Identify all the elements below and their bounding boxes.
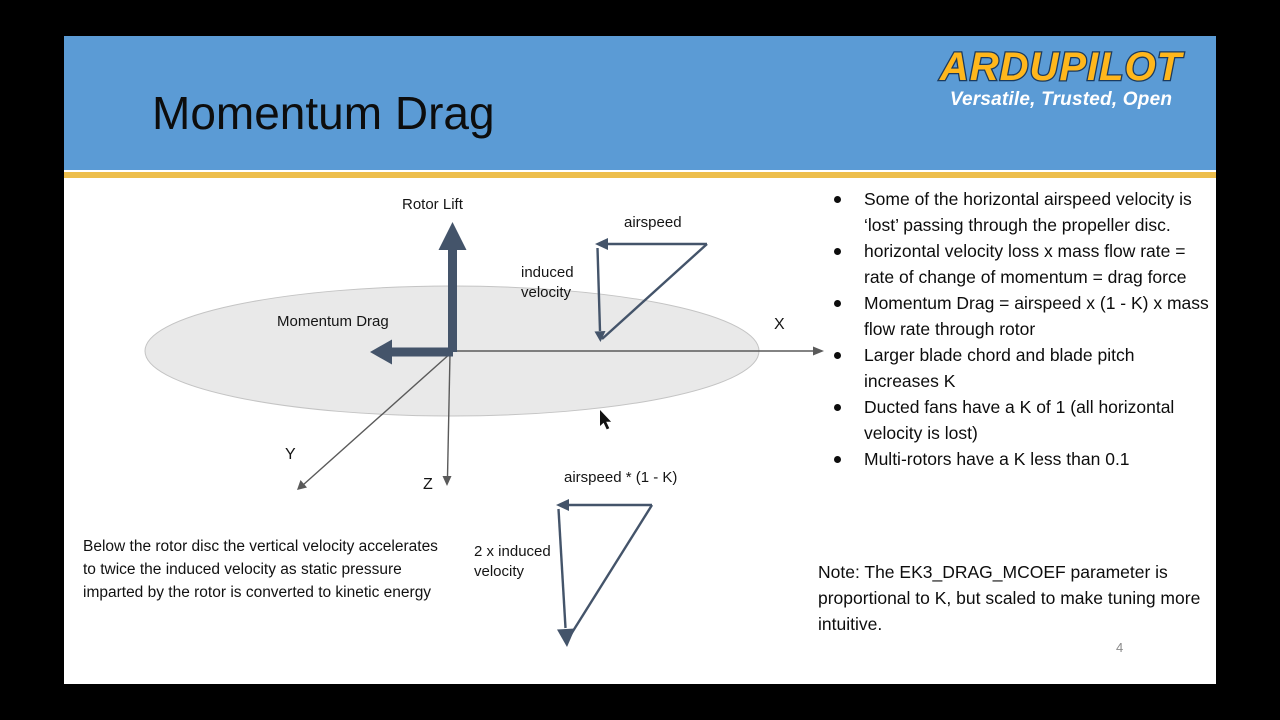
- bullet-list: Some of the horizontal airspeed velocity…: [818, 186, 1212, 472]
- axis-z-label: Z: [423, 476, 433, 493]
- list-item: Ducted fans have a K of 1 (all horizonta…: [818, 394, 1212, 446]
- axis-y-label: Y: [285, 446, 296, 463]
- bullet-dot-icon: [834, 404, 841, 411]
- airspeed-times-1-minus-k-label: airspeed * (1 - K): [564, 469, 678, 486]
- double-induced-velocity-label: 2 x induced velocity: [474, 543, 551, 580]
- logo-brand-text: ARDUPILOT: [939, 45, 1185, 89]
- gold-stripe: [64, 172, 1216, 178]
- bullet-dot-icon: [834, 300, 841, 307]
- list-item: Multi-rotors have a K less than 0.1: [818, 446, 1212, 472]
- slide: Momentum Drag ARDUPILOT Versatile, Trust…: [64, 36, 1216, 684]
- airspeed-vector-triangle: [594, 238, 708, 342]
- bullet-text: Multi-rotors have a K less than 0.1: [864, 449, 1130, 469]
- list-item: Some of the horizontal airspeed velocity…: [818, 186, 1212, 238]
- y-axis: [297, 351, 453, 490]
- momentum-drag-diagram: [144, 222, 824, 647]
- bullet-text: Ducted fans have a K of 1 (all horizonta…: [864, 397, 1175, 443]
- bullet-dot-icon: [834, 248, 841, 255]
- z-axis: [442, 353, 452, 486]
- ardupilot-logo-wordmark: ARDUPILOT: [938, 44, 1185, 89]
- airspeed-label: airspeed: [624, 214, 682, 231]
- bullet-dot-icon: [834, 352, 841, 359]
- below-disc-vector-triangle: [556, 499, 654, 647]
- ardupilot-logo: ARDUPILOT Versatile, Trusted, Open: [920, 43, 1202, 111]
- bullet-dot-icon: [834, 456, 841, 463]
- momentum-drag-label: Momentum Drag: [277, 313, 389, 330]
- bullet-text: Momentum Drag = airspeed x (1 - K) x mas…: [864, 293, 1209, 339]
- logo-tagline: Versatile, Trusted, Open: [949, 89, 1173, 110]
- page-title: Momentum Drag: [152, 87, 495, 139]
- rotor-lift-arrow: [438, 222, 467, 352]
- momentum-drag-arrow: [370, 339, 453, 365]
- ek3-drag-mcoef-note: Note: The EK3_DRAG_MCOEF parameter is pr…: [818, 562, 1201, 634]
- bullet-dot-icon: [834, 196, 841, 203]
- rotor-lift-label: Rotor Lift: [402, 196, 463, 213]
- list-item: horizontal velocity loss x mass flow rat…: [818, 238, 1212, 290]
- page-number: 4: [1116, 640, 1124, 655]
- bullet-text: Larger blade chord and blade pitch incre…: [864, 345, 1135, 391]
- x-axis: [452, 346, 824, 356]
- mouse-cursor-icon: [600, 410, 612, 430]
- axis-x-label: X: [774, 316, 785, 333]
- slide-header: Momentum Drag ARDUPILOT Versatile, Trust…: [64, 36, 1216, 170]
- list-item: Momentum Drag = airspeed x (1 - K) x mas…: [818, 290, 1212, 342]
- bullet-text: horizontal velocity loss x mass flow rat…: [864, 241, 1187, 287]
- list-item: Larger blade chord and blade pitch incre…: [818, 342, 1212, 394]
- bullet-text: Some of the horizontal airspeed velocity…: [864, 189, 1192, 235]
- below-disc-caption: Below the rotor disc the vertical veloci…: [83, 538, 438, 601]
- induced-velocity-label: induced velocity: [521, 264, 574, 301]
